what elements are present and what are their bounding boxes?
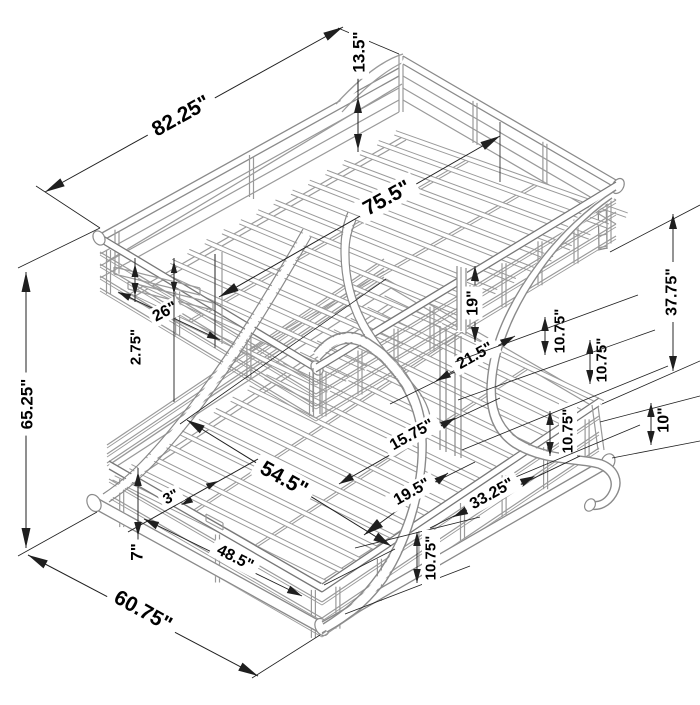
svg-text:10": 10" xyxy=(656,407,673,432)
svg-text:10.75": 10.75" xyxy=(594,338,611,383)
svg-text:10.75": 10.75" xyxy=(423,536,440,581)
svg-text:3": 3" xyxy=(160,486,182,508)
svg-text:13.5": 13.5" xyxy=(350,31,369,72)
svg-text:2.75": 2.75" xyxy=(128,329,145,365)
svg-text:19": 19" xyxy=(465,290,482,315)
svg-text:37.75": 37.75" xyxy=(664,268,681,316)
svg-text:10.75": 10.75" xyxy=(552,309,569,354)
svg-text:65.25": 65.25" xyxy=(18,379,37,430)
svg-text:7": 7" xyxy=(128,543,147,561)
svg-text:10.75": 10.75" xyxy=(560,409,577,454)
